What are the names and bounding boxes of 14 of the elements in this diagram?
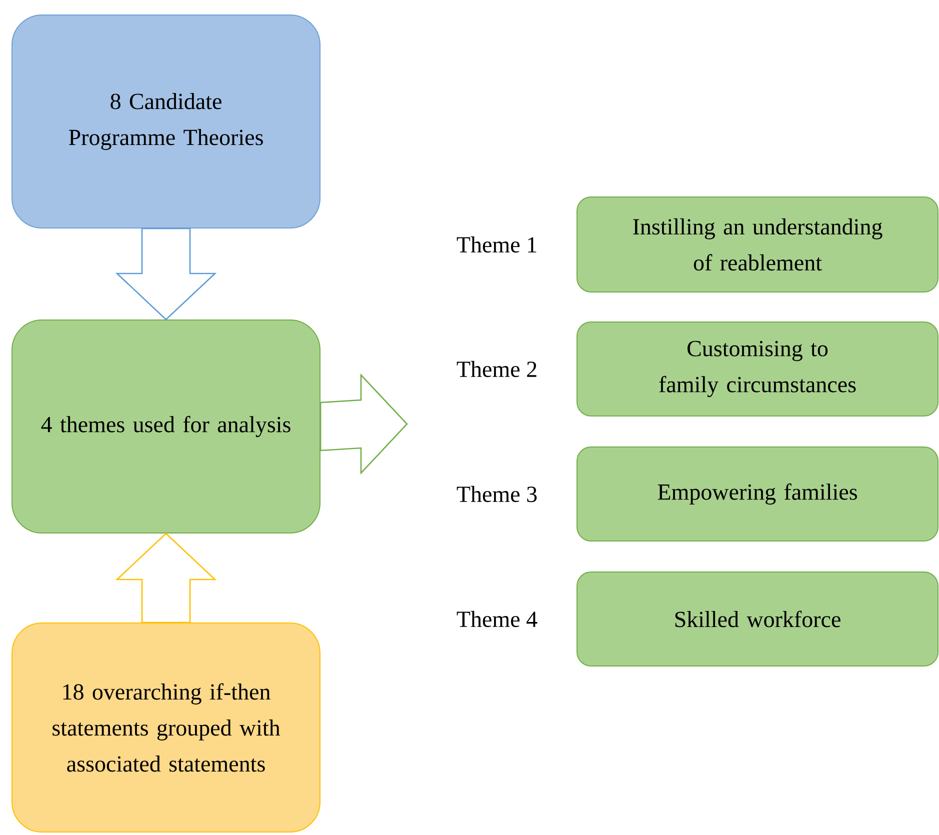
process-box: Instilling an understanding of reablement [576,196,939,292]
theme-label: Theme 3 [456,486,537,502]
block-arrow [115,532,217,624]
theme-label: Theme 2 [456,360,536,378]
block-arrow [320,373,408,475]
theme-label: Theme 4 [456,610,538,628]
process-box: Skilled workforce [576,572,939,666]
process-box: 8 Candidate Programme Theories [12,14,320,228]
process-box: 4 themes used for analysis [12,320,320,534]
block-arrow [115,228,217,320]
theme-label: Theme 1 [456,236,536,253]
process-box: Empowering families [576,446,939,542]
process-box: Customising to family circumstances [576,322,939,416]
process-box: 18 overarching if-then statements grouped with associated statements [12,622,320,832]
